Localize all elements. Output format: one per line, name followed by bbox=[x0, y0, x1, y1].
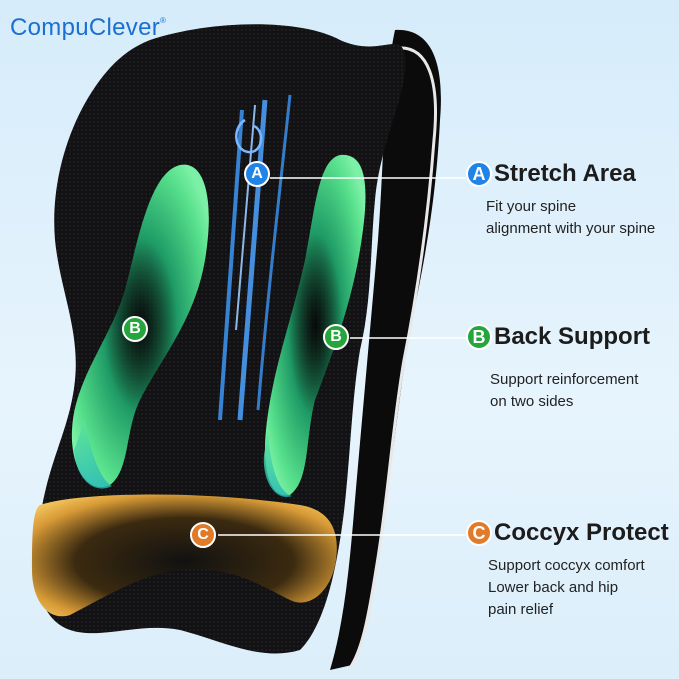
marker-a: A bbox=[244, 161, 270, 187]
desc-line: Support coccyx comfort bbox=[488, 557, 645, 574]
feature-title: Back Support bbox=[494, 323, 651, 350]
stretch-line-4 bbox=[235, 104, 256, 331]
desc-line: pain relief bbox=[488, 601, 554, 618]
feature-description: Support coccyx comfort Lower back and hi… bbox=[488, 555, 669, 621]
feature-title: Coccyx Protect bbox=[494, 519, 669, 546]
desc-line: Lower back and hip bbox=[488, 579, 619, 596]
right-pad-lower-glow bbox=[263, 430, 292, 497]
cushion-piping bbox=[348, 46, 437, 669]
right-support-pad bbox=[265, 154, 366, 496]
feature-heading: C Coccyx Protect bbox=[466, 519, 669, 547]
marker-b-left: B bbox=[122, 316, 148, 342]
feature-coccyx-protect: C Coccyx Protect Support coccyx comfort … bbox=[466, 519, 669, 621]
marker-c: C bbox=[190, 522, 216, 548]
brand-trademark: ® bbox=[160, 16, 167, 25]
brand-logo: CompuClever® bbox=[10, 14, 166, 42]
feature-description: Fit your spine alignment with your spine bbox=[486, 196, 655, 240]
badge-b-icon: B bbox=[466, 324, 492, 350]
cushion-side bbox=[330, 29, 441, 670]
desc-line: Fit your spine bbox=[486, 198, 577, 215]
desc-line: Support reinforcement bbox=[490, 371, 639, 388]
marker-b-right: B bbox=[323, 324, 349, 350]
stretch-line-3 bbox=[256, 94, 292, 411]
feature-back-support: B Back Support Support reinforcement on … bbox=[466, 323, 650, 413]
feature-heading: B Back Support bbox=[466, 323, 650, 351]
feature-title: Stretch Area bbox=[494, 160, 636, 187]
feature-stretch-area: A Stretch Area Fit your spine alignment … bbox=[466, 160, 655, 240]
left-pad-lower-glow bbox=[74, 420, 112, 489]
feature-heading: A Stretch Area bbox=[466, 160, 655, 188]
badge-a-icon: A bbox=[466, 161, 492, 187]
desc-line: alignment with your spine bbox=[486, 220, 656, 237]
feature-description: Support reinforcement on two sides bbox=[490, 369, 650, 413]
swirl-logo-icon bbox=[235, 118, 263, 154]
desc-line: on two sides bbox=[490, 393, 574, 410]
badge-c-icon: C bbox=[466, 520, 492, 546]
brand-name: CompuClever bbox=[10, 14, 161, 41]
coccyx-pad bbox=[32, 494, 337, 617]
